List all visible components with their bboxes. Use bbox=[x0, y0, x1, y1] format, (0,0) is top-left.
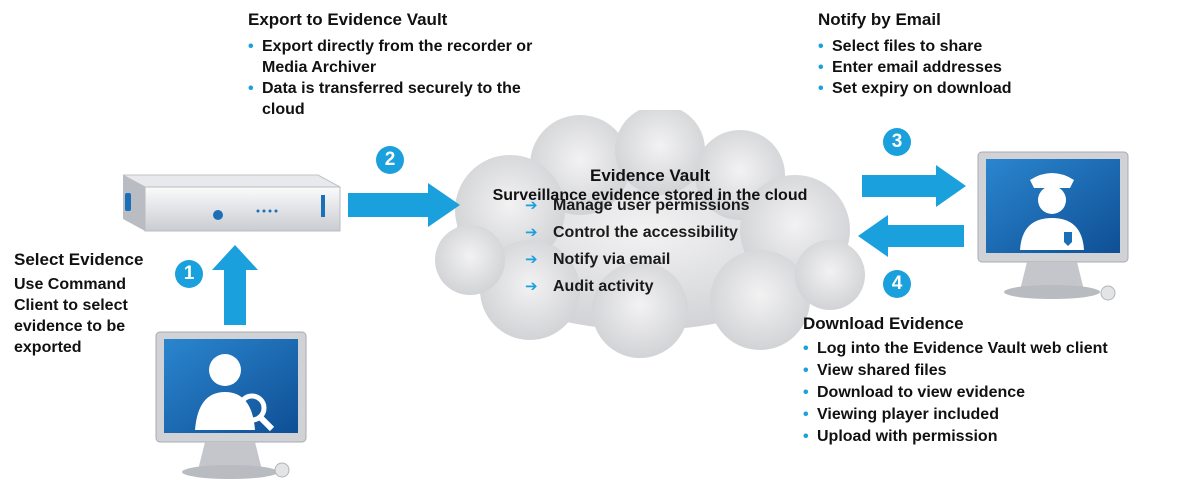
step-3-badge: 3 bbox=[883, 128, 911, 156]
arrow-right-icon bbox=[348, 183, 460, 227]
arrow-left-icon bbox=[858, 215, 964, 257]
step-1-badge: 1 bbox=[175, 260, 203, 288]
notify-item: Enter email addresses bbox=[818, 57, 1118, 78]
cloud-item: Audit activity bbox=[525, 273, 825, 300]
select-description: Use Command Client to select evidence to… bbox=[14, 276, 128, 356]
arrow-right-icon bbox=[862, 165, 966, 207]
cloud-item: Manage user permissions bbox=[525, 192, 825, 219]
arrow-up-icon bbox=[212, 245, 258, 325]
notify-title: Notify by Email bbox=[818, 10, 941, 29]
step-2-badge: 2 bbox=[376, 146, 404, 174]
select-title: Select Evidence bbox=[14, 250, 144, 269]
cloud-item: Control the accessibility bbox=[525, 219, 825, 246]
download-item: Viewing player included bbox=[803, 404, 1173, 426]
download-item: Download to view evidence bbox=[803, 382, 1173, 404]
download-list: Log into the Evidence Vault web client V… bbox=[803, 338, 1173, 448]
download-title: Download Evidence bbox=[803, 314, 964, 333]
cloud-item: Notify via email bbox=[525, 246, 825, 273]
police-officer-icon bbox=[977, 151, 1129, 301]
export-item: Data is transferred securely to the clou… bbox=[248, 78, 522, 120]
step-4-badge: 4 bbox=[883, 270, 911, 298]
download-item: Log into the Evidence Vault web client bbox=[803, 338, 1173, 360]
user-search-icon bbox=[155, 331, 307, 479]
export-item: Export directly from the recorder or Med… bbox=[248, 36, 572, 78]
notify-item: Select files to share bbox=[818, 36, 1118, 57]
notify-item: Set expiry on download bbox=[818, 78, 1118, 99]
cloud-title: Evidence Vault bbox=[590, 166, 710, 185]
server-appliance-icon bbox=[122, 174, 341, 232]
export-list: Export directly from the recorder or Med… bbox=[248, 36, 593, 120]
cloud-feature-list: Manage user permissions Control the acce… bbox=[525, 192, 825, 300]
notify-list: Select files to share Enter email addres… bbox=[818, 36, 1118, 99]
download-item: Upload with permission bbox=[803, 426, 1173, 448]
export-title: Export to Evidence Vault bbox=[248, 10, 448, 29]
download-item: View shared files bbox=[803, 360, 1173, 382]
